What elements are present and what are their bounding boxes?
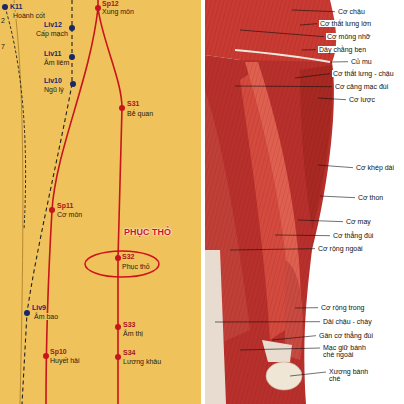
thigh-outline — [14, 0, 23, 404]
spleen-meridian — [46, 8, 98, 404]
inguinal-ligament — [235, 50, 330, 62]
leader-line — [272, 336, 316, 340]
muscle-label: Cơ thắt lưng lớn — [319, 20, 372, 27]
point-name: Cấp mạch — [36, 30, 68, 37]
leader-line — [240, 30, 324, 37]
leader-line — [298, 220, 343, 222]
point-name: Ngũ lý — [44, 86, 64, 93]
ellipse-shape — [85, 251, 159, 277]
muscle-label: Cơ lược — [348, 96, 376, 103]
point-dot — [115, 255, 121, 261]
muscle-label: Cơ rộng trong — [320, 304, 366, 311]
leader-line — [331, 61, 348, 62]
point-code: S32 — [122, 253, 134, 260]
point-name: Xung môn — [102, 8, 134, 15]
muscle-fibers — [205, 0, 336, 404]
point-code: S31 — [127, 100, 139, 107]
point-name: 7 — [1, 43, 5, 50]
point-dot — [70, 81, 76, 87]
panel-gap — [201, 0, 205, 404]
iliotibial-band — [205, 250, 226, 404]
point-code: K11 — [10, 3, 22, 10]
muscle-label: Gân cơ thẳng đùi — [318, 332, 374, 339]
point-code: Liv10 — [44, 77, 62, 84]
muscle-label: Xương bánh chè — [328, 368, 374, 383]
point-dot — [24, 310, 30, 316]
leader-line — [295, 307, 318, 308]
point-name: Huyết hải — [50, 357, 80, 364]
leader-line — [318, 98, 346, 100]
muscle-label: Cơ khép dài — [355, 164, 395, 171]
muscle-label: Dải chậu - chày — [322, 318, 373, 325]
leader-line — [290, 372, 326, 376]
leader-line — [318, 165, 353, 168]
point-dot — [119, 105, 125, 111]
point-dot — [43, 353, 49, 359]
muscle-label: Cơ thon — [357, 194, 384, 201]
quadriceps-tendon — [262, 340, 292, 362]
muscle-label: Cơ may — [345, 218, 372, 225]
point-code: S33 — [123, 321, 135, 328]
muscle-label: Cơ thắt lưng - chậu — [332, 70, 395, 77]
leader-line — [215, 321, 320, 322]
meridian-dashed — [5, 7, 26, 230]
patella — [266, 362, 302, 390]
muscle-label: Dây chằng bẹn — [318, 46, 367, 53]
point-dot — [2, 4, 8, 10]
leader-line — [295, 74, 330, 78]
point-dot — [49, 207, 55, 213]
leader-line — [292, 10, 335, 12]
point-name: 2 — [1, 17, 5, 24]
point-ellipse: PHỤC THỎS32Phục thỏ — [84, 250, 160, 278]
leader-line — [302, 49, 316, 50]
muscle-label: Cơ thẳng đùi — [332, 232, 374, 239]
point-dot — [115, 324, 121, 330]
leader-line — [230, 249, 315, 250]
leader-line — [240, 348, 320, 350]
muscle-label: Cơ mông nhỡ — [326, 33, 371, 40]
point-code: S34 — [123, 349, 135, 356]
leader-line — [235, 86, 332, 88]
point-name: Bễ quan — [127, 110, 153, 117]
left-panel — [0, 0, 201, 404]
point-heading: PHỤC THỎ — [124, 228, 171, 237]
stomach-meridian — [98, 8, 122, 404]
point-code: Liv9 — [32, 304, 46, 311]
point-name: Phục thỏ — [122, 263, 150, 270]
muscle-label: Mạc giữ bánh chè ngoài — [322, 344, 380, 359]
point-dot — [95, 5, 101, 11]
point-dot — [69, 54, 75, 60]
point-name: Cơ môn — [57, 211, 82, 218]
point-name: Âm thị — [123, 330, 143, 337]
leader-line — [300, 24, 317, 25]
point-name: Lương khâu — [123, 358, 161, 365]
point-dot — [115, 354, 121, 360]
muscle-label: Cơ rộng ngoài — [317, 245, 364, 252]
point-name: Âm bao — [34, 313, 58, 320]
point-code: Sp12 — [102, 0, 119, 7]
point-name: Âm liêm — [44, 59, 69, 66]
muscle-label: Củ mu — [350, 58, 373, 65]
muscle-label: Cơ chậu — [337, 8, 366, 15]
point-code: Liv12 — [44, 21, 62, 28]
point-code: Sp11 — [57, 202, 73, 209]
muscle-label: Cơ căng mạc đùi — [334, 83, 389, 90]
point-code: Liv11 — [44, 50, 62, 57]
leader-line — [275, 235, 330, 237]
leader-line — [320, 196, 355, 198]
point-dot — [69, 25, 75, 31]
point-code: Sp10 — [50, 348, 67, 355]
point-name: Hoành cốt — [13, 12, 45, 19]
